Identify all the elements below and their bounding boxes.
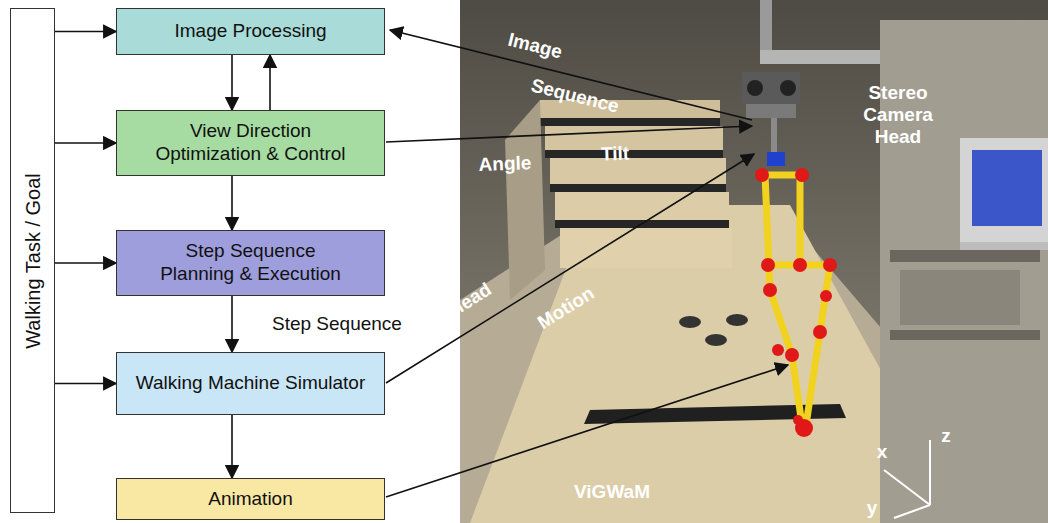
photo-label: y <box>867 497 878 519</box>
flow-arrow <box>231 415 233 478</box>
flow-arrow <box>269 55 271 110</box>
box-label: Step Sequence Planning & Execution <box>133 240 368 286</box>
photo-label: ViGWaM <box>574 481 650 503</box>
process-box: Walking Machine Simulator <box>116 352 385 415</box>
process-box: Image Processing <box>116 8 385 55</box>
process-box: Step Sequence Planning & Execution <box>116 230 385 296</box>
goal-bar: Walking Task / Goal <box>10 8 55 513</box>
process-box: View Direction Optimization & Control <box>116 110 385 176</box>
photo-label: Stereo Camera Head <box>858 82 938 148</box>
box-label: View Direction Optimization & Control <box>133 120 368 166</box>
edge-label: Step Sequence <box>270 313 404 335</box>
flow-arrow <box>231 296 233 352</box>
flow-arrow <box>55 383 116 385</box>
process-box: Animation <box>116 478 385 520</box>
box-label: Image Processing <box>174 20 326 43</box>
flow-arrow <box>55 142 116 144</box>
flow-arrow <box>231 176 233 230</box>
flow-arrow <box>55 262 116 264</box>
box-label: Animation <box>208 488 293 511</box>
photo-label: Angle <box>478 152 532 176</box>
bar-label: Walking Task / Goal <box>21 173 44 349</box>
flow-arrow <box>231 55 233 110</box>
box-label: Walking Machine Simulator <box>136 372 366 395</box>
photo-label: z <box>941 425 951 447</box>
photo-label: x <box>877 441 888 463</box>
photo-label: Tilt <box>601 143 630 166</box>
flow-arrow <box>55 31 116 33</box>
